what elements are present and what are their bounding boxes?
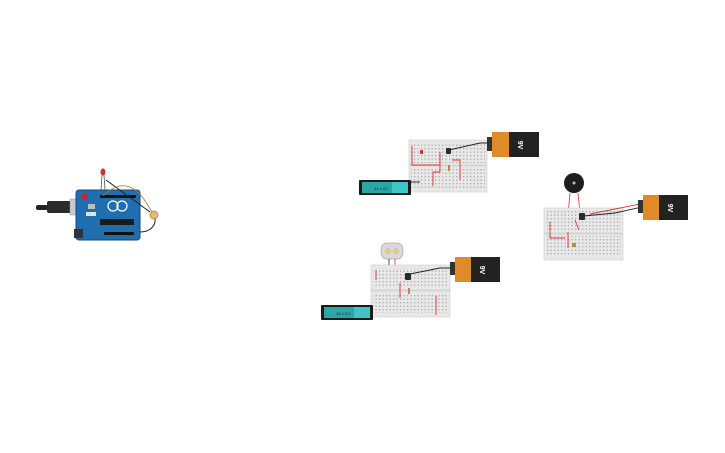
battery-9v-3[interactable]: 9V	[638, 195, 688, 220]
wire-red[interactable]	[589, 203, 641, 215]
aa-battery-pack-2[interactable]: 4A 1.5V	[321, 305, 373, 320]
led-red[interactable]	[420, 150, 423, 154]
transistor-icon[interactable]	[405, 273, 411, 280]
resistor-icon[interactable]	[448, 165, 450, 171]
battery-9v-2[interactable]: 9V	[450, 257, 500, 282]
circuit-1[interactable]: 9V 4A 1.5V	[359, 132, 539, 195]
aa-pack-label: 4A 1.5V	[374, 186, 388, 191]
battery-9v-1[interactable]: 9V	[487, 132, 539, 157]
wire-signal[interactable]	[102, 185, 154, 215]
battery-label: 9V	[666, 204, 673, 213]
dc-motor-icon[interactable]	[380, 242, 404, 268]
wire-black[interactable]	[583, 206, 643, 217]
resistor-icon[interactable]	[572, 243, 576, 247]
breadboard-2[interactable]	[370, 264, 451, 318]
circuit-3[interactable]: 9V	[543, 173, 688, 261]
wire-red[interactable]	[432, 152, 441, 186]
wire-red[interactable]	[452, 159, 461, 180]
transistor-icon[interactable]	[446, 148, 451, 154]
sensor-knob-icon[interactable]	[149, 210, 159, 220]
wire-red[interactable]	[549, 222, 565, 239]
wire-red[interactable]	[411, 146, 440, 166]
aa-battery-pack-1[interactable]: 4A 1.5V	[359, 180, 411, 195]
transistor-icon[interactable]	[579, 213, 585, 220]
arduino-board-icon[interactable]	[74, 189, 141, 241]
circuit-2[interactable]: 9V 4A 1.5V	[321, 242, 500, 320]
wire-black[interactable]	[105, 179, 151, 213]
reset-button[interactable]	[82, 194, 88, 200]
wire-red[interactable]	[574, 219, 580, 231]
resistor-icon[interactable]	[408, 288, 410, 294]
breadboard-3[interactable]	[543, 207, 624, 261]
battery-label: 9V	[516, 141, 523, 150]
battery-label: 9V	[478, 266, 485, 275]
aa-pack-label: 4A 1.5V	[336, 311, 350, 316]
wire-gnd[interactable]	[139, 217, 156, 233]
arduino-circuit[interactable]	[36, 168, 159, 241]
led-red[interactable]	[100, 168, 106, 191]
usb-cable[interactable]	[36, 198, 81, 216]
